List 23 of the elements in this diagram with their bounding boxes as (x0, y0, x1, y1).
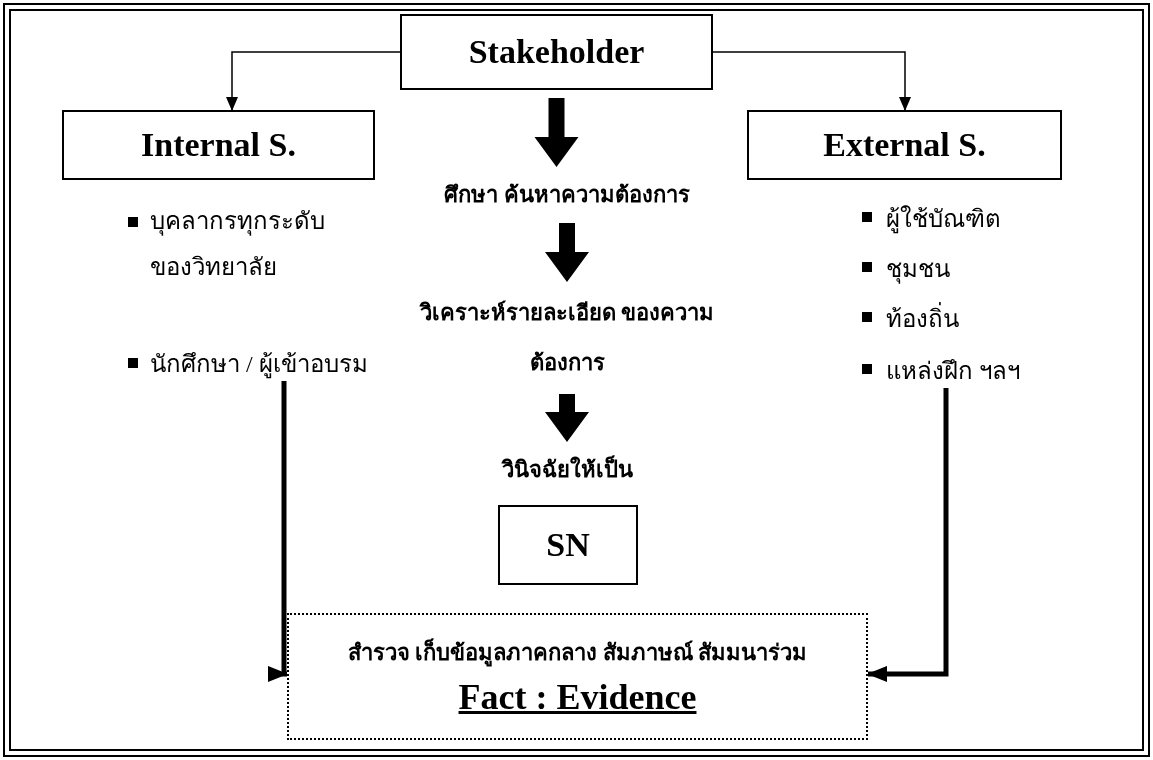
group-box: External S. (747, 110, 1062, 180)
list-text: ท้องถิ่น (886, 296, 959, 342)
list-text: บุคลากรทุกระดับ ของวิทยาลัย (150, 207, 326, 282)
list-text: ชุมชน (886, 255, 950, 286)
group-box: Internal S. (62, 110, 375, 180)
step-text: วิเคราะห์รายละเอียด ของความต้องการ (417, 290, 717, 386)
step-text: วินิจฉัยให้เป็น (447, 450, 687, 490)
arrow (712, 51, 911, 111)
arrow (268, 381, 288, 682)
arrow (545, 223, 589, 282)
survey-box (287, 613, 868, 740)
list-item: นักศึกษา / ผู้เข้าอบรม (150, 345, 390, 381)
arrow (867, 388, 949, 682)
arrow (226, 51, 401, 111)
step-text: ศึกษา ค้นหาความต้องการ (417, 175, 717, 215)
title-box: Stakeholder (400, 14, 713, 90)
arrow (545, 394, 589, 442)
arrow (534, 98, 579, 167)
list-text: ผู้ใช้บัณฑิต (886, 204, 1001, 236)
survey-text: สำรวจ เก็บข้อมูลภาคกลาง สัมภาษณ์ สัมมนาร่วม (347, 637, 808, 669)
list-item: แหล่งฝึก ฯลฯ (886, 352, 1076, 388)
heading-text: Fact : Evidence (458, 676, 697, 718)
result-box: SN (498, 505, 638, 585)
